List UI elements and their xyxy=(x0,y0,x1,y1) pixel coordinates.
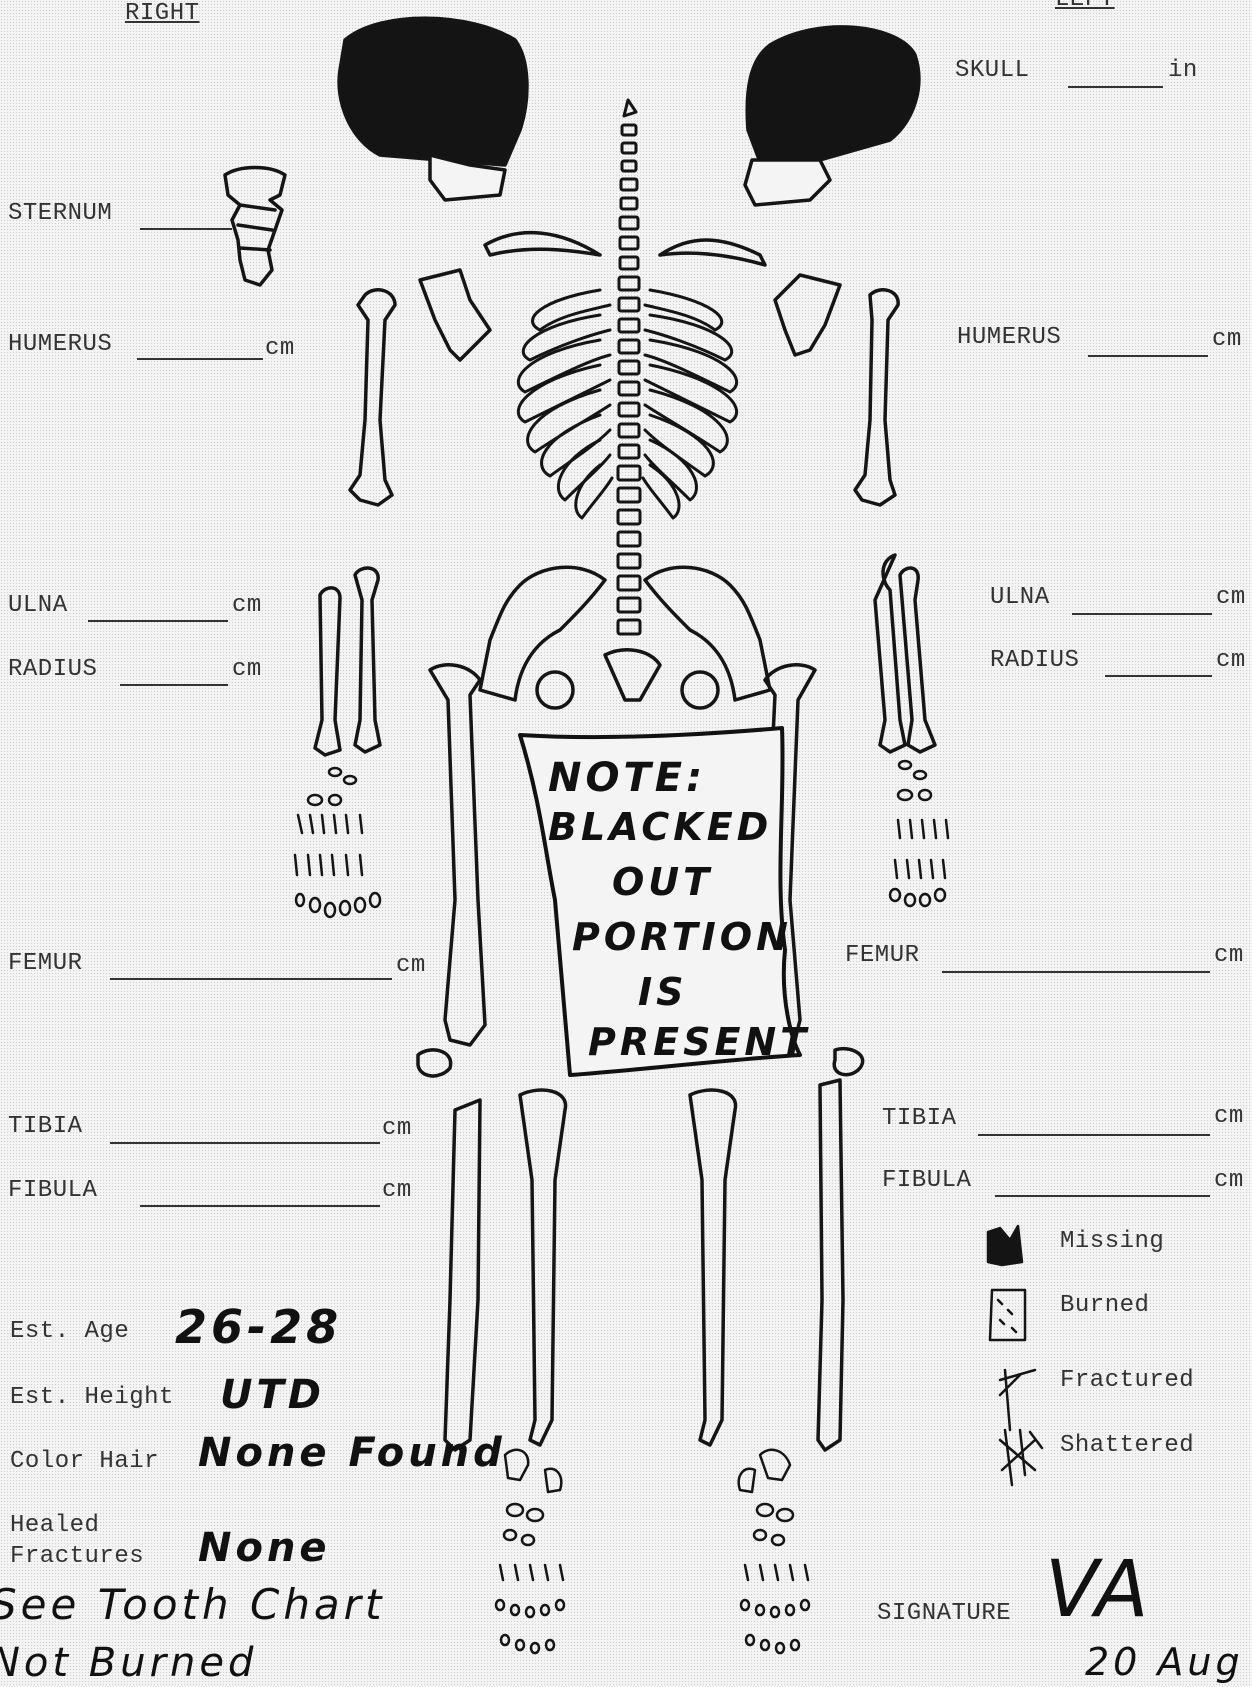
left-radius-unit: cm xyxy=(1216,647,1246,674)
left-tibia-field[interactable] xyxy=(978,1134,1210,1136)
note-line-3: PORTION xyxy=(572,915,792,959)
note-tooth-chart: See Tooth Chart xyxy=(0,1580,385,1629)
left-humerus-label: HUMERUS xyxy=(957,324,1061,351)
skull-unit: in xyxy=(1168,57,1198,84)
left-fibula-unit: cm xyxy=(1214,1167,1244,1194)
left-ulna-unit: cm xyxy=(1216,584,1246,611)
left-femur-field[interactable] xyxy=(942,971,1210,973)
left-ulna-field[interactable] xyxy=(1072,613,1212,615)
sternum-field[interactable] xyxy=(140,228,232,230)
signature-label: SIGNATURE xyxy=(877,1600,1011,1627)
missing-icon xyxy=(988,1226,1022,1265)
est-age-label: Est. Age xyxy=(10,1318,129,1345)
color-hair-value[interactable]: None Found xyxy=(198,1430,506,1476)
right-side-header: RIGHT xyxy=(125,0,200,27)
lower-legs xyxy=(445,1080,843,1450)
right-ulna-field[interactable] xyxy=(88,620,228,622)
left-humerus-field[interactable] xyxy=(1088,355,1208,357)
est-age-value[interactable]: 26-28 xyxy=(175,1300,342,1354)
note-line-4: IS xyxy=(638,970,688,1014)
right-fibula-label: FIBULA xyxy=(8,1177,97,1204)
est-height-value[interactable]: UTD xyxy=(220,1372,325,1418)
left-femur-label: FEMUR xyxy=(845,942,920,969)
right-tibia-field[interactable] xyxy=(110,1142,380,1144)
left-ulna-label: ULNA xyxy=(990,584,1050,611)
left-hand xyxy=(890,761,948,906)
right-ulna-label: ULNA xyxy=(8,592,68,619)
left-tibia-label: TIBIA xyxy=(882,1105,957,1132)
right-humerus-label: HUMERUS xyxy=(8,331,112,358)
est-height-label: Est. Height xyxy=(10,1384,174,1411)
pelvis xyxy=(480,567,770,708)
right-tibia-unit: cm xyxy=(382,1115,412,1142)
right-radius-label: RADIUS xyxy=(8,656,97,683)
note-title: NOTE: xyxy=(548,755,706,801)
spine xyxy=(618,100,640,634)
sternum-label: STERNUM xyxy=(8,200,112,227)
legend-icons xyxy=(988,1226,1042,1485)
right-fibula-field[interactable] xyxy=(140,1205,380,1207)
note-not-burned: Not Burned xyxy=(0,1640,257,1686)
skull-label: SKULL xyxy=(955,57,1030,84)
right-arm xyxy=(315,290,395,755)
right-radius-unit: cm xyxy=(232,656,262,683)
right-tibia-label: TIBIA xyxy=(8,1113,83,1140)
legend-burned: Burned xyxy=(1060,1292,1149,1319)
right-femur-unit: cm xyxy=(396,952,426,979)
left-skull-missing xyxy=(745,27,919,205)
legend-shattered: Shattered xyxy=(1060,1432,1194,1459)
healed-fractures-label-2: Fractures xyxy=(10,1543,144,1570)
fractured-icon xyxy=(1000,1370,1035,1430)
right-radius-field[interactable] xyxy=(120,684,228,686)
left-tibia-unit: cm xyxy=(1214,1103,1244,1130)
right-ulna-unit: cm xyxy=(232,592,262,619)
feet xyxy=(496,1450,809,1653)
signature-value[interactable]: VA xyxy=(1045,1545,1150,1635)
burned-icon xyxy=(990,1290,1025,1340)
skull-field[interactable] xyxy=(1068,86,1163,88)
right-fibula-unit: cm xyxy=(382,1177,412,1204)
left-radius-field[interactable] xyxy=(1105,675,1212,677)
note-line-5: PRESENT xyxy=(588,1020,810,1064)
left-arm xyxy=(855,290,935,752)
right-humerus-unit: cm xyxy=(265,335,295,362)
right-femur-field[interactable] xyxy=(110,978,392,980)
signature-date: 20 Aug xyxy=(1085,1640,1244,1684)
left-radius-label: RADIUS xyxy=(990,647,1079,674)
legend-missing: Missing xyxy=(1060,1228,1164,1255)
left-femur-unit: cm xyxy=(1214,942,1244,969)
right-humerus-field[interactable] xyxy=(137,358,263,360)
sternum-drawing xyxy=(225,168,285,286)
color-hair-label: Color Hair xyxy=(10,1448,159,1475)
shattered-icon xyxy=(1000,1430,1042,1485)
right-hand xyxy=(295,768,380,917)
healed-fractures-label-1: Healed xyxy=(10,1512,99,1539)
right-femur-label: FEMUR xyxy=(8,950,83,977)
healed-fractures-value[interactable]: None xyxy=(198,1525,331,1571)
left-fibula-field[interactable] xyxy=(995,1195,1210,1197)
note-line-2: OUT xyxy=(612,860,713,904)
left-fibula-label: FIBULA xyxy=(882,1167,971,1194)
legend-fractured: Fractured xyxy=(1060,1367,1194,1394)
right-skull-missing xyxy=(339,18,527,200)
left-side-header: LEFT xyxy=(1055,0,1115,13)
note-line-1: BLACKED xyxy=(548,805,772,849)
left-humerus-unit: cm xyxy=(1212,326,1242,353)
